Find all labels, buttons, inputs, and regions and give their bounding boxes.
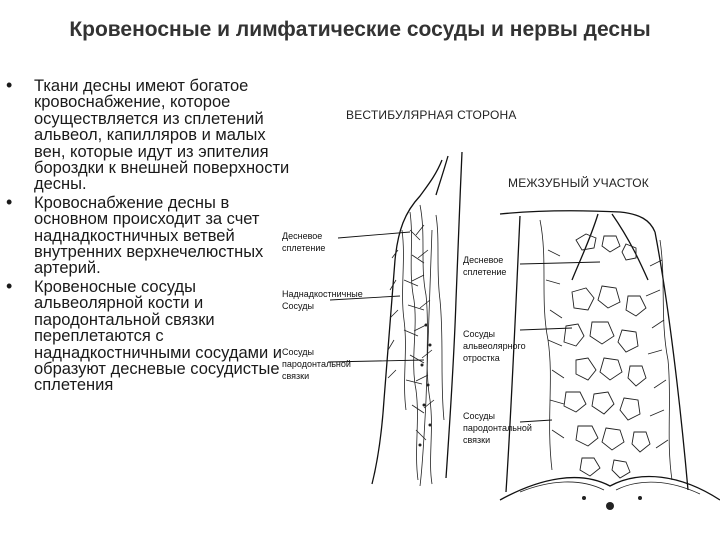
bullet-item: • Кровеносные сосуды альвеолярной кости … bbox=[6, 275, 296, 395]
bullet-text: Ткани десны имеют богатое кровоснабжение… bbox=[34, 77, 290, 194]
bullet-item: • Ткани десны имеют богатое кровоснабжен… bbox=[6, 75, 296, 194]
vestibular-section-drawing bbox=[327, 151, 463, 487]
label-periodontal-ligament-vessels-right: Сосуды пародонтальной связки bbox=[463, 411, 532, 445]
slide-title: Кровеносные и лимфатические сосуды и нер… bbox=[69, 18, 651, 41]
bullet-dot-icon: • bbox=[6, 191, 13, 212]
label-supraperiosteal-vessels: Наднадкостничные Сосуды bbox=[282, 289, 363, 311]
interdental-section-drawing bbox=[499, 210, 720, 510]
bullet-list: • Ткани десны имеют богатое кровоснабжен… bbox=[6, 75, 296, 396]
label-gingival-plexus-right: Десневое сплетение bbox=[463, 255, 507, 277]
vestibular-side-header: ВЕСТИБУЛЯРНАЯ СТОРОНА bbox=[346, 108, 517, 122]
bullet-dot-icon: • bbox=[6, 75, 13, 95]
bullet-text: Кровеносные сосуды альвеолярной кости и … bbox=[34, 277, 282, 395]
label-gingival-plexus-left: Десневое сплетение bbox=[282, 231, 326, 253]
interdental-area-header: МЕЖЗУБНЫЙ УЧАСТОК bbox=[508, 176, 649, 190]
label-alveolar-process-vessels: Сосуды альвеолярного отростка bbox=[463, 329, 526, 363]
bullet-item: • Кровоснабжение десны в основном происх… bbox=[6, 191, 296, 278]
label-periodontal-ligament-vessels-left: Сосуды пародонтальной связки bbox=[282, 347, 351, 381]
bullet-dot-icon: • bbox=[6, 275, 13, 296]
bullet-text: Кровоснабжение десны в основном происход… bbox=[34, 193, 264, 278]
